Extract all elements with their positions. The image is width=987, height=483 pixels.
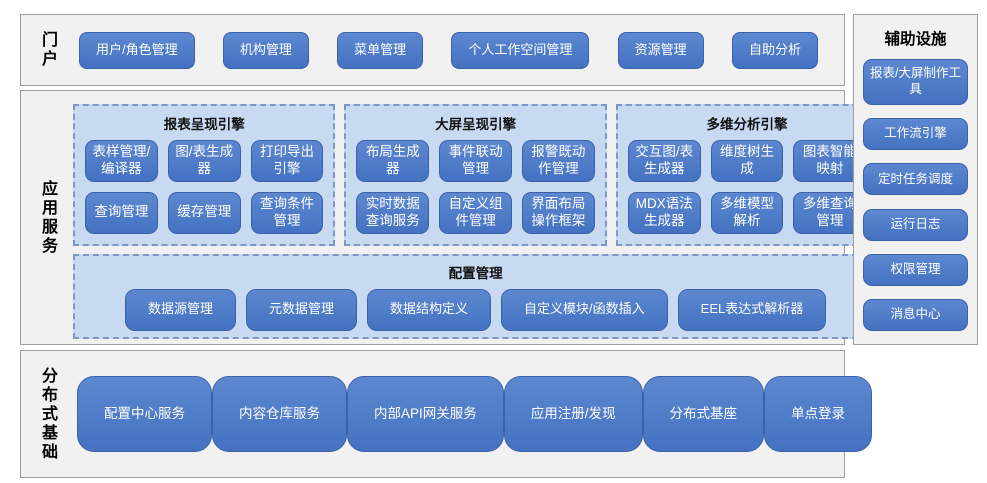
portal-item-resource[interactable]: 资源管理 — [617, 31, 704, 69]
dist-item-api-gateway[interactable]: 内部API网关服务 — [347, 376, 504, 452]
config-item[interactable]: 元数据管理 — [246, 288, 358, 331]
portal-item-workspace[interactable]: 个人工作空间管理 — [451, 31, 590, 69]
engine-item[interactable]: 报警既动作管理 — [522, 140, 595, 182]
group-title: 大屏呈现引擎 — [435, 117, 517, 132]
config-item[interactable]: 数据源管理 — [125, 288, 237, 331]
group-grid: 交互图/表生成器 维度树生成 图表智能映射 MDX语法生成器 多维模型解析 多维… — [627, 140, 867, 234]
distributed-button-row: 配置中心服务 内容仓库服务 内部API网关服务 应用注册/发现 分布式基座 单点… — [73, 351, 914, 477]
auxiliary-title: 辅助设施 — [884, 31, 947, 48]
dist-item-content-repo[interactable]: 内容仓库服务 — [212, 376, 347, 452]
config-title: 配置管理 — [448, 265, 503, 281]
app-services-section-label: 应用服务 — [39, 179, 56, 256]
auxiliary-button-column: 报表/大屏制作工具 工作流引擎 定时任务调度 运行日志 权限管理 消息中心 — [863, 59, 968, 331]
group-config-management: 配置管理 数据源管理 元数据管理 数据结构定义 自定义模块/函数插入 EEL表达… — [73, 253, 879, 339]
portal-item-user-role[interactable]: 用户/角色管理 — [79, 31, 195, 69]
engine-groups: 报表呈现引擎 表样管理/编译器 图/表生成器 打印导出引擎 查询管理 缓存管理 … — [73, 104, 879, 246]
engine-item[interactable]: 交互图/表生成器 — [627, 140, 701, 182]
aux-item-run-logs[interactable]: 运行日志 — [863, 208, 968, 241]
dist-item-config-center[interactable]: 配置中心服务 — [77, 376, 212, 452]
engine-item[interactable]: 界面布局操作框架 — [522, 191, 595, 234]
group-title: 多维分析引擎 — [706, 117, 788, 132]
engine-item[interactable]: 查询管理 — [85, 191, 158, 234]
dist-item-sso[interactable]: 单点登录 — [764, 376, 873, 452]
engine-item[interactable]: 布局生成器 — [356, 140, 430, 182]
group-bigscreen-engine: 大屏呈现引擎 布局生成器 事件联动管理 报警既动作管理 实时数据查询服务 自定义… — [344, 104, 607, 246]
portal-item-org[interactable]: 机构管理 — [222, 31, 309, 69]
section-auxiliary: 辅助设施 报表/大屏制作工具 工作流引擎 定时任务调度 运行日志 权限管理 消息… — [853, 14, 978, 345]
portal-button-row: 用户/角色管理 机构管理 菜单管理 个人工作空间管理 资源管理 自助分析 — [73, 15, 844, 85]
config-item[interactable]: 自定义模块/函数插入 — [501, 288, 668, 331]
group-grid: 布局生成器 事件联动管理 报警既动作管理 实时数据查询服务 自定义组件管理 界面… — [356, 140, 595, 234]
engine-item[interactable]: 缓存管理 — [167, 191, 241, 234]
engine-item[interactable]: 查询条件管理 — [250, 191, 324, 234]
aux-item-permission-mgmt[interactable]: 权限管理 — [863, 253, 968, 286]
engine-item[interactable]: 多维模型解析 — [710, 191, 784, 234]
section-app-services: 应用服务 报表呈现引擎 表样管理/编译器 图/表生成器 打印导出引擎 查询管理 … — [20, 90, 879, 345]
aux-item-workflow-engine[interactable]: 工作流引擎 — [863, 118, 968, 151]
config-item[interactable]: 数据结构定义 — [367, 288, 492, 331]
aux-item-designer-tool[interactable]: 报表/大屏制作工具 — [863, 59, 968, 105]
group-report-engine: 报表呈现引擎 表样管理/编译器 图/表生成器 打印导出引擎 查询管理 缓存管理 … — [73, 104, 336, 246]
engine-item[interactable]: 表样管理/编译器 — [85, 140, 158, 182]
config-button-row: 数据源管理 元数据管理 数据结构定义 自定义模块/函数插入 EEL表达式解析器 — [87, 288, 864, 331]
group-title: 报表呈现引擎 — [163, 117, 245, 132]
portal-section-label: 门户 — [39, 31, 56, 69]
distributed-section-label: 分布式基础 — [39, 366, 56, 462]
portal-item-menu[interactable]: 菜单管理 — [337, 31, 424, 69]
group-olap-engine: 多维分析引擎 交互图/表生成器 维度树生成 图表智能映射 MDX语法生成器 多维… — [615, 104, 879, 246]
config-item[interactable]: EEL表达式解析器 — [677, 288, 827, 331]
app-services-content: 报表呈现引擎 表样管理/编译器 图/表生成器 打印导出引擎 查询管理 缓存管理 … — [73, 91, 884, 344]
dist-item-distributed-pedestal[interactable]: 分布式基座 — [642, 376, 765, 452]
section-portal: 门户 用户/角色管理 机构管理 菜单管理 个人工作空间管理 资源管理 自助分析 — [20, 14, 845, 86]
engine-item[interactable]: 打印导出引擎 — [250, 140, 324, 182]
engine-item[interactable]: MDX语法生成器 — [627, 191, 701, 234]
aux-item-task-scheduler[interactable]: 定时任务调度 — [863, 163, 968, 196]
group-grid: 表样管理/编译器 图/表生成器 打印导出引擎 查询管理 缓存管理 查询条件管理 — [85, 140, 324, 234]
engine-item[interactable]: 自定义组件管理 — [439, 191, 513, 234]
portal-item-selfservice[interactable]: 自助分析 — [731, 31, 818, 69]
engine-item[interactable]: 维度树生成 — [710, 140, 784, 182]
section-distributed-base: 分布式基础 配置中心服务 内容仓库服务 内部API网关服务 应用注册/发现 分布… — [20, 350, 873, 478]
aux-item-message-center[interactable]: 消息中心 — [863, 298, 968, 331]
engine-item[interactable]: 图/表生成器 — [167, 140, 241, 182]
engine-item[interactable]: 实时数据查询服务 — [356, 191, 430, 234]
dist-item-app-registry[interactable]: 应用注册/发现 — [503, 376, 643, 452]
engine-item[interactable]: 事件联动管理 — [439, 140, 513, 182]
